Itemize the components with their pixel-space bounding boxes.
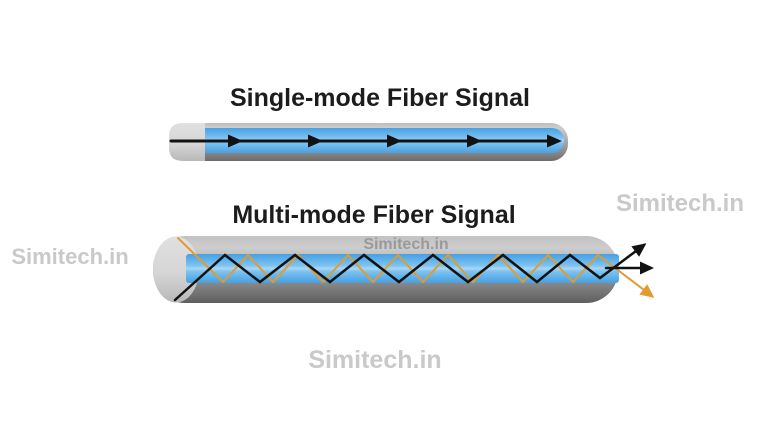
single-mode-section: Single-mode Fiber Signal [169,84,568,161]
watermark-top-right: Simitech.in [616,190,744,217]
multi-mode-orange-signal-ray [177,237,655,298]
watermark-on-fiber: Simitech.in [363,236,448,253]
arrowhead-icon [228,134,243,148]
single-mode-title: Single-mode Fiber Signal [230,84,530,112]
multi-mode-title: Multi-mode Fiber Signal [232,201,515,229]
watermark-bottom: Simitech.in [308,346,441,374]
multi-mode-section: Multi-mode Fiber Signal Simitech.in [153,201,655,303]
watermark-left: Simitech.in [11,244,128,269]
multi-mode-left-end-cap [153,236,199,303]
multi-mode-black-signal-ray [173,243,647,302]
arrowhead-icon [308,134,323,148]
arrowhead-icon [547,134,562,148]
arrowhead-icon [387,134,402,148]
arrowhead-icon [467,134,482,148]
